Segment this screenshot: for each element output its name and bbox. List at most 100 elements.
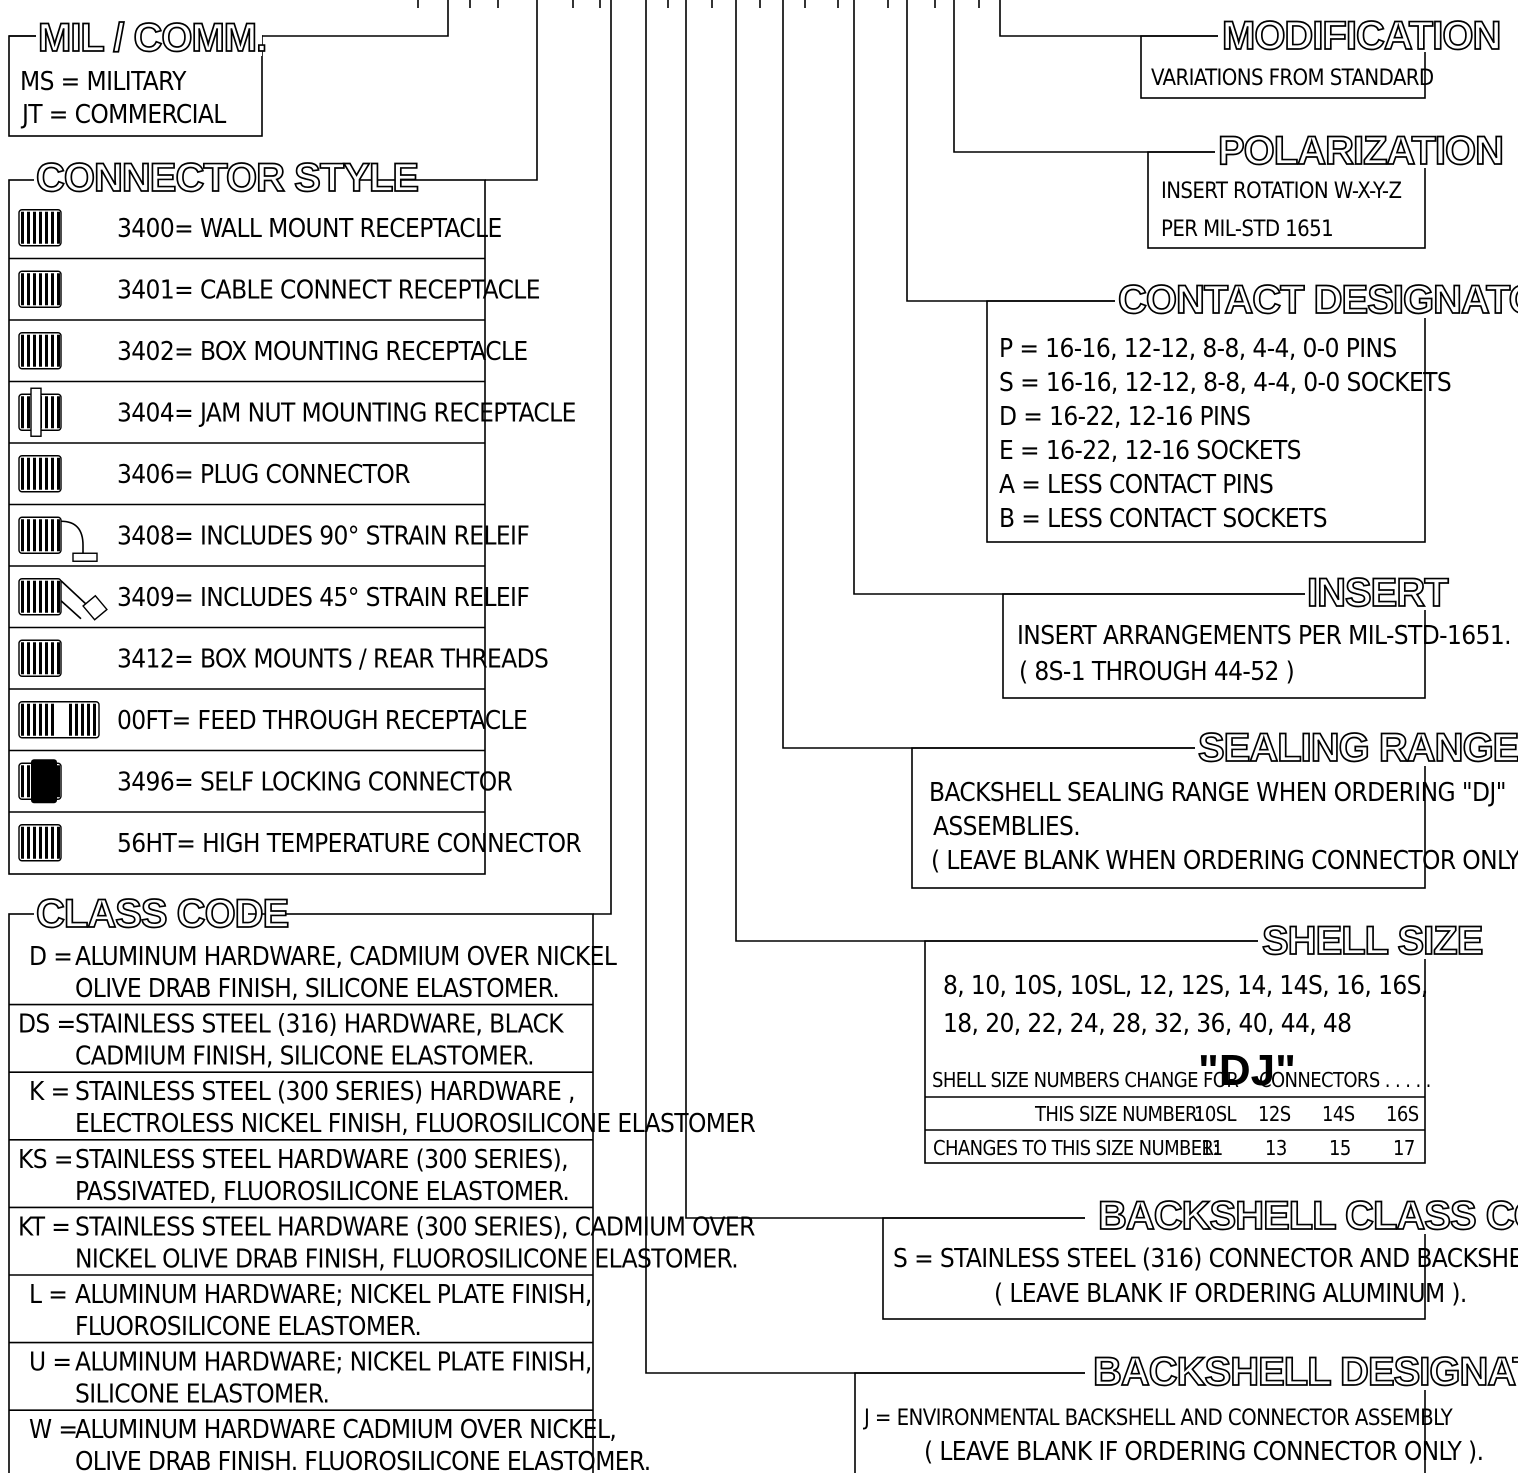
insert-line-2: ( 8S-1 THROUGH 44-52 ) xyxy=(1019,657,1294,687)
sealing-range-line-2: ASSEMBLIES. xyxy=(933,812,1080,842)
contact-designator-line: S = 16-16, 12-12, 8-8, 4-4, 0-0 SOCKETS xyxy=(999,368,1451,398)
mil-comm-line-jt: JT = COMMERCIAL xyxy=(20,100,226,130)
class-code-key: K = xyxy=(29,1077,70,1107)
class-code-desc-line1: ALUMINUM HARDWARE; NICKEL PLATE FINISH, xyxy=(75,1348,592,1378)
changes-to-value: 13 xyxy=(1265,1136,1287,1160)
plug-connector-icon xyxy=(18,455,62,493)
sealing-range-section: SEALING RANGE BACKSHELL SEALING RANGE WH… xyxy=(911,720,1518,889)
sealing-range-line-3: ( LEAVE BLANK WHEN ORDERING CONNECTOR ON… xyxy=(931,846,1518,876)
modification-line: VARIATIONS FROM STANDARD xyxy=(1151,66,1434,91)
backshell-designator-line-1: J = ENVIRONMENTAL BACKSHELL AND CONNECTO… xyxy=(862,1406,1454,1431)
class-code-key: L = xyxy=(29,1280,67,1310)
class-code-desc-line2: OLIVE DRAB FINISH. FLUOROSILICONE ELASTO… xyxy=(75,1447,651,1473)
connector-style-label: 3412= BOX MOUNTS / REAR THREADS xyxy=(117,644,548,674)
connector-style-label: 3409= INCLUDES 45° STRAIN RELEIF xyxy=(117,583,529,613)
box-mounting-receptacle-icon xyxy=(18,332,62,370)
high-temperature-connector-icon xyxy=(18,824,62,862)
sealing-range-title: SEALING RANGE xyxy=(1198,726,1518,770)
class-code-desc-line2: ELECTROLESS NICKEL FINISH, FLUOROSILICON… xyxy=(75,1109,756,1139)
class-code-desc-line1: STAINLESS STEEL (300 SERIES) HARDWARE , xyxy=(75,1077,575,1107)
changes-to-value: 11 xyxy=(1201,1136,1223,1160)
class-code-desc-line2: NICKEL OLIVE DRAB FINISH, FLUOROSILICONE… xyxy=(75,1244,738,1274)
class-code-desc-line1: ALUMINUM HARDWARE CADMIUM OVER NICKEL, xyxy=(75,1415,616,1445)
contact-designator-line: E = 16-22, 12-16 SOCKETS xyxy=(999,436,1301,466)
connector-style-label: 00FT= FEED THROUGH RECEPTACLE xyxy=(117,706,527,736)
wall-mount-receptacle-icon xyxy=(18,209,62,247)
class-code-desc-line2: PASSIVATED, FLUOROSILICONE ELASTOMER. xyxy=(75,1177,569,1207)
this-size-label: THIS SIZE NUMBER: xyxy=(1034,1102,1202,1126)
class-code-desc-line1: STAINLESS STEEL (316) HARDWARE, BLACK xyxy=(75,1010,564,1040)
shell-size-section: SHELL SIZE 8, 10, 10S, 10SL, 12, 12S, 14… xyxy=(924,913,1485,1164)
sealing-range-line-1: BACKSHELL SEALING RANGE WHEN ORDERING "D… xyxy=(929,778,1506,808)
class-code-desc-line1: STAINLESS STEEL HARDWARE (300 SERIES), xyxy=(75,1145,568,1175)
modification-title: MODIFICATION xyxy=(1222,14,1500,58)
backshell-class-code-line-1: S = STAINLESS STEEL (316) CONNECTOR AND … xyxy=(893,1244,1518,1274)
backshell-designator-section: BACKSHELL DESIGNATOR J = ENVIRONMENTAL B… xyxy=(854,1344,1518,1473)
shell-size-title: SHELL SIZE xyxy=(1262,919,1483,963)
connector-style-label: 3404= JAM NUT MOUNTING RECEPTACLE xyxy=(117,398,576,428)
connector-style-label: 3400= WALL MOUNT RECEPTACLE xyxy=(117,214,502,244)
backshell-class-code-title: BACKSHELL CLASS CODE xyxy=(1098,1194,1518,1238)
polarization-line-2: PER MIL-STD 1651 xyxy=(1161,217,1333,242)
contact-designator-line: P = 16-16, 12-12, 8-8, 4-4, 0-0 PINS xyxy=(999,334,1397,364)
changes-to-value: 15 xyxy=(1329,1136,1351,1160)
changes-to-value: 17 xyxy=(1393,1136,1415,1160)
class-code-desc-line1: ALUMINUM HARDWARE; NICKEL PLATE FINISH, xyxy=(75,1280,592,1310)
polarization-title: POLARIZATION xyxy=(1218,129,1503,173)
this-size-value: 14S xyxy=(1322,1102,1355,1126)
contact-designator-line: D = 16-22, 12-16 PINS xyxy=(999,402,1250,432)
class-code-desc-line2: OLIVE DRAB FINISH, SILICONE ELASTOMER. xyxy=(75,974,559,1004)
connector-style-label: 3408= INCLUDES 90° STRAIN RELEIF xyxy=(117,521,529,551)
modification-section: MODIFICATION VARIATIONS FROM STANDARD xyxy=(1140,8,1502,99)
feed-through-receptacle-icon xyxy=(18,701,100,739)
cable-connect-receptacle-icon xyxy=(18,270,62,308)
contact-designator-section: CONTACT DESIGNATOR P = 16-16, 12-12, 8-8… xyxy=(986,272,1518,543)
mil-comm-title: MIL / COMM. xyxy=(38,16,266,60)
this-size-value: 12S xyxy=(1258,1102,1291,1126)
shell-size-line-1: 8, 10, 10S, 10SL, 12, 12S, 14, 14S, 16, … xyxy=(943,971,1428,1001)
jam-nut-receptacle-icon xyxy=(18,387,62,437)
connector-style-section: CONNECTOR STYLE 3400= WALL MOUNT RECEPTA… xyxy=(8,152,582,875)
class-code-key: KS = xyxy=(18,1145,73,1175)
class-code-desc-line2: CADMIUM FINISH, SILICONE ELASTOMER. xyxy=(75,1042,534,1072)
leader-lines xyxy=(262,0,1305,1374)
self-locking-connector-icon xyxy=(18,759,62,804)
class-code-key: DS = xyxy=(18,1010,76,1040)
this-size-value: 10SL xyxy=(1194,1102,1237,1126)
backshell-class-code-section: BACKSHELL CLASS CODE S = STAINLESS STEEL… xyxy=(882,1188,1518,1320)
class-code-section: CLASS CODE D =ALUMINUM HARDWARE, CADMIUM… xyxy=(8,888,756,1473)
class-code-key: W = xyxy=(29,1415,77,1445)
class-code-key: D = xyxy=(29,942,72,972)
class-code-desc-line1: ALUMINUM HARDWARE, CADMIUM OVER NICKEL xyxy=(75,942,617,972)
insert-section: INSERT INSERT ARRANGEMENTS PER MIL-STD-1… xyxy=(1002,566,1512,699)
contact-designator-line: A = LESS CONTACT PINS xyxy=(999,470,1273,500)
connector-style-label: 3401= CABLE CONNECT RECEPTACLE xyxy=(117,275,540,305)
strain-relief-90-icon xyxy=(18,516,98,562)
connector-style-label: 3406= PLUG CONNECTOR xyxy=(117,460,410,490)
polarization-section: POLARIZATION INSERT ROTATION W-X-Y-Z PER… xyxy=(1147,124,1505,249)
class-code-desc-line2: SILICONE ELASTOMER. xyxy=(75,1380,329,1410)
contact-designator-line: B = LESS CONTACT SOCKETS xyxy=(999,504,1327,534)
this-size-value: 16S xyxy=(1386,1102,1419,1126)
class-code-title: CLASS CODE xyxy=(36,892,289,936)
backshell-designator-line-2: ( LEAVE BLANK IF ORDERING CONNECTOR ONLY… xyxy=(924,1437,1483,1467)
polarization-line-1: INSERT ROTATION W-X-Y-Z xyxy=(1161,179,1401,204)
backshell-designator-title: BACKSHELL DESIGNATOR xyxy=(1093,1350,1518,1394)
mil-comm-line-ms: MS = MILITARY xyxy=(20,67,187,97)
backshell-class-code-line-2: ( LEAVE BLANK IF ORDERING ALUMINUM ). xyxy=(994,1279,1467,1309)
connector-style-title: CONNECTOR STYLE xyxy=(36,156,418,200)
class-code-key: U = xyxy=(29,1348,71,1378)
mil-comm-section: MIL / COMM. MS = MILITARY JT = COMMERCIA… xyxy=(8,12,268,137)
insert-title: INSERT xyxy=(1307,571,1448,615)
class-code-desc-line1: STAINLESS STEEL HARDWARE (300 SERIES), C… xyxy=(75,1212,755,1242)
class-code-key: KT = xyxy=(18,1212,70,1242)
insert-line-1: INSERT ARRANGEMENTS PER MIL-STD-1651. xyxy=(1017,621,1511,651)
strain-relief-45-icon xyxy=(18,578,108,621)
changes-to-label: CHANGES TO THIS SIZE NUMBER: xyxy=(933,1136,1218,1160)
dj-mark: "DJ" xyxy=(1198,1046,1296,1095)
class-code-desc-line2: FLUOROSILICONE ELASTOMER. xyxy=(75,1312,421,1342)
connector-style-label: 56HT= HIGH TEMPERATURE CONNECTOR xyxy=(117,829,581,859)
connector-style-label: 3496= SELF LOCKING CONNECTOR xyxy=(117,767,513,797)
dj-note-suffix: CONNECTORS . . . . . xyxy=(1259,1068,1431,1092)
